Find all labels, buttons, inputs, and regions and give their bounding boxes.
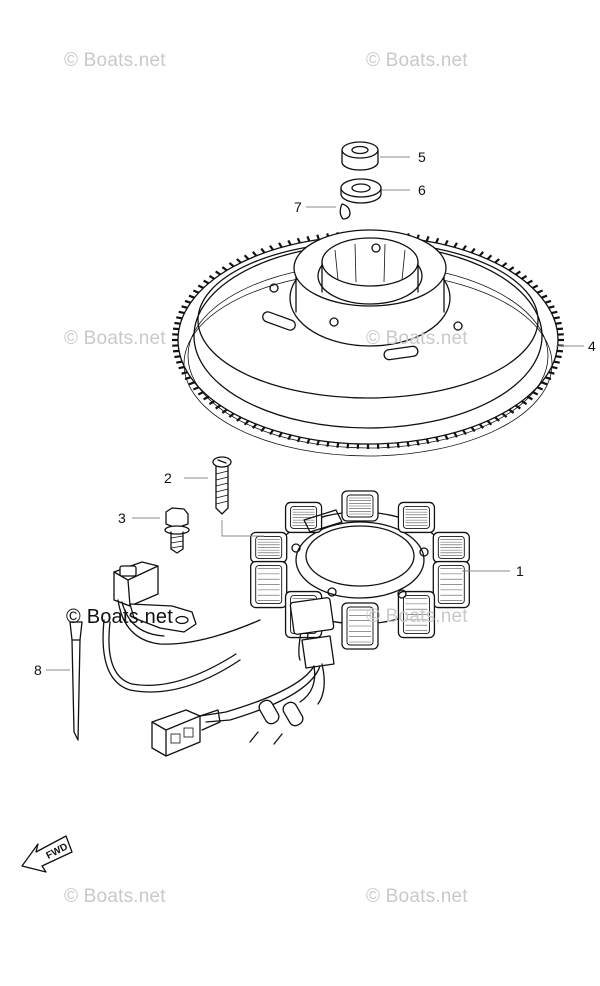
stator-coil (342, 491, 378, 521)
watermark: © Boats.net (366, 328, 468, 350)
callout-5[interactable]: 5 (418, 149, 426, 165)
gear-tooth (537, 291, 542, 293)
gear-tooth (179, 367, 185, 368)
watermark: © Boats.net (366, 606, 468, 628)
gear-tooth (495, 259, 499, 263)
gear-tooth (454, 243, 457, 247)
gear-tooth (261, 249, 264, 253)
callout-6[interactable]: 6 (418, 182, 426, 198)
gear-tooth (436, 238, 438, 243)
watermark: © Boats.net (366, 886, 468, 908)
stator-coil (398, 502, 434, 532)
gear-tooth (509, 267, 513, 270)
gear-tooth (216, 271, 221, 274)
gear-tooth (556, 323, 562, 324)
gear-tooth (554, 317, 560, 318)
gear-tooth (270, 246, 273, 250)
callout-7[interactable]: 7 (294, 199, 302, 215)
callout-4[interactable]: 4 (588, 338, 596, 354)
gear-tooth (174, 356, 180, 357)
gear-tooth (445, 240, 447, 245)
cable-tie (70, 622, 82, 740)
gear-tooth (552, 312, 558, 313)
key (340, 204, 350, 219)
watermark: © Boats.net (64, 328, 166, 350)
gear-tooth (542, 382, 547, 384)
gear-tooth (537, 387, 542, 389)
callout-8[interactable]: 8 (34, 662, 42, 678)
gear-tooth (549, 306, 555, 308)
callout-3[interactable]: 3 (118, 510, 126, 526)
gear-tooth (557, 351, 563, 352)
gear-tooth (427, 236, 429, 241)
stator-screw (213, 457, 231, 514)
gear-tooth (182, 306, 188, 308)
gear-tooth (502, 263, 506, 267)
gear-tooth (253, 252, 257, 256)
gear-tooth (556, 356, 562, 357)
gear-tooth (189, 382, 194, 384)
fwd-arrow-icon: FWD (22, 836, 72, 872)
gear-tooth (533, 286, 538, 289)
gear-tooth (480, 252, 484, 256)
gear-tooth (522, 276, 527, 279)
gear-tooth (209, 276, 214, 279)
gear-tooth (545, 301, 551, 303)
gear-tooth (488, 255, 492, 259)
gear-tooth (279, 243, 282, 247)
gear-tooth (542, 296, 547, 298)
gear-tooth (245, 255, 249, 259)
gear-tooth (174, 323, 180, 324)
gear-tooth (198, 286, 203, 289)
gear-tooth (179, 312, 185, 313)
callout-1[interactable]: 1 (516, 563, 524, 579)
gear-tooth (527, 281, 532, 284)
gear-tooth (288, 240, 290, 245)
watermark: © Boats.net (66, 606, 173, 629)
watermark: © Boats.net (64, 50, 166, 72)
gear-tooth (237, 259, 241, 263)
gear-tooth (516, 271, 521, 274)
gear-tooth (552, 367, 558, 368)
gear-tooth (554, 362, 560, 363)
gear-tooth (317, 235, 319, 240)
stator-coil (251, 532, 287, 562)
gear-tooth (193, 291, 198, 293)
gear-tooth (307, 236, 309, 241)
gear-tooth (222, 267, 226, 270)
stator-coil (286, 502, 322, 532)
gear-tooth (229, 263, 233, 267)
watermark: © Boats.net (366, 50, 468, 72)
gear-tooth (463, 246, 466, 250)
stator-coil (433, 562, 469, 608)
stator-coil (251, 562, 287, 608)
gear-tooth (176, 362, 182, 363)
gear-tooth (189, 296, 194, 298)
hex-bolt (165, 508, 189, 553)
gear-tooth (173, 351, 179, 352)
gear-tooth (193, 387, 198, 389)
gear-tooth (557, 329, 563, 330)
callout-2[interactable]: 2 (164, 470, 172, 486)
gear-tooth (173, 329, 179, 330)
washer (341, 179, 381, 203)
gear-tooth (176, 317, 182, 318)
gear-tooth (185, 301, 191, 303)
gear-tooth (298, 238, 300, 243)
gear-tooth (471, 249, 474, 253)
gear-tooth (204, 281, 209, 284)
watermark: © Boats.net (64, 886, 166, 908)
stator-coil (433, 532, 469, 562)
nut (342, 142, 378, 170)
